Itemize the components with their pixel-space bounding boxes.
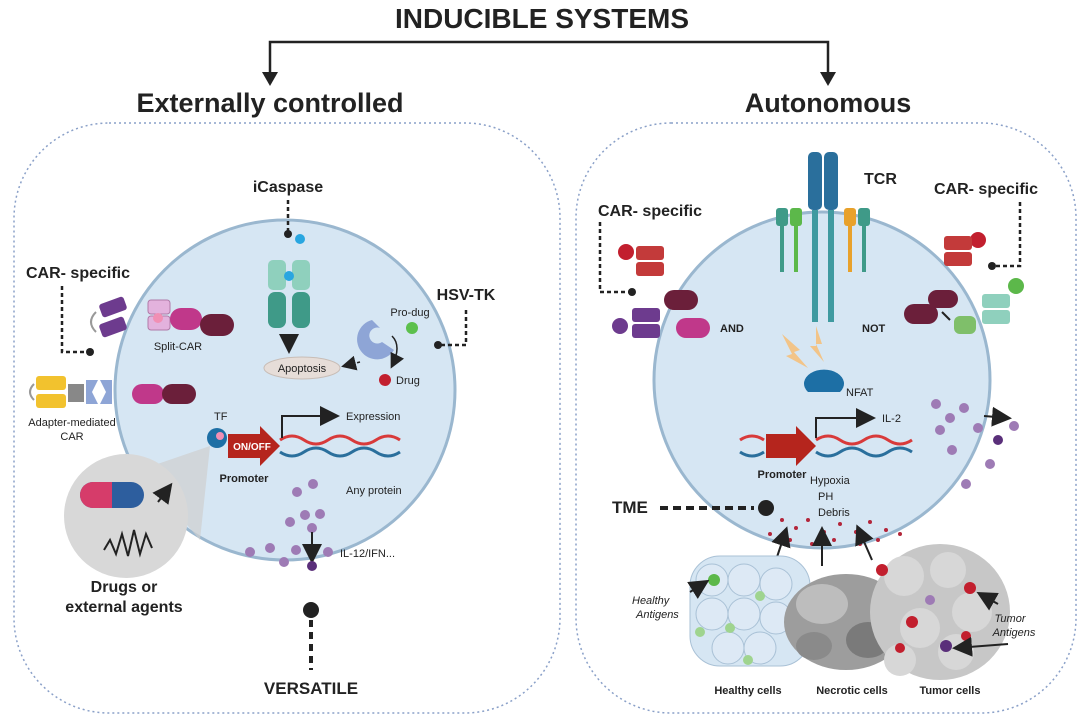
drug-label: Drug [396,375,420,387]
and-car-connector-dot [628,288,636,296]
wave-icon [103,482,173,558]
right-promoter-label: Promoter [758,469,808,481]
drug-bubble [64,454,188,578]
any-protein-label: Any protein [346,485,402,497]
hsv-tk-icon [341,310,468,386]
healthy-antigen-arrow [687,579,710,599]
icaspase-label: iCaspase [253,179,323,196]
versatile-label: VERSATILE [264,679,358,698]
expression-label: Expression [346,411,400,423]
healthy-antigens-line2: Antigens [635,609,679,621]
drugs-label-line2: external agents [65,599,182,616]
tf-label: TF [214,411,228,423]
left-car-connector-dot [86,348,94,356]
hypoxia-label: Hypoxia [810,475,851,487]
left-dna-strand [279,434,401,458]
tumor-antigen-arrow-1 [976,592,999,611]
right-heading: Autonomous [745,88,911,118]
left-car-connector [60,286,88,354]
drugs-label-line1: Drugs or [91,579,158,596]
on-off-label: ON/OFF [233,442,271,453]
ph-label: PH [818,491,833,503]
apoptosis-label: Apoptosis [278,363,327,375]
and-car-connector [598,222,630,294]
nfat-label: NFAT [846,387,874,399]
healthy-cells-cluster [689,555,811,667]
lightning-icon [782,326,824,368]
right-dna-strand [739,434,913,458]
il2-label: IL-2 [882,413,901,425]
pro-drug-label: Pro-dug [390,307,429,319]
debris-label: Debris [818,507,850,519]
left-promoter-label: Promoter [220,473,270,485]
split-car-icon [90,296,234,338]
left-panel-outline [13,122,561,714]
tme-label: TME [612,498,648,517]
adapter-label-line1: Adapter-mediated [28,417,115,429]
icaspase-icon [268,200,310,354]
protein-dots [285,479,325,533]
versatile-dot [303,602,319,618]
right-panel-outline [575,122,1077,714]
left-heading: Externally controlled [136,88,403,118]
tumor-antigen-arrow-2 [952,636,1009,657]
left-car-specific-label: CAR- specific [26,265,130,282]
il2-release-arrow [983,406,1012,427]
not-car-connector [994,202,1022,268]
right-promoter-arrow [766,426,816,466]
tme-dot [758,500,774,516]
and-label: AND [720,323,744,335]
nfat-icon [804,369,844,392]
pill-icon [80,482,144,508]
tcr-icon [776,152,870,322]
tumor-cells-cluster [870,544,1010,680]
left-promoter-arrow [228,426,280,466]
right-car-specific-left-label: CAR- specific [598,203,702,220]
branch-arrows [262,40,836,86]
main-title: INDUCIBLE SYSTEMS [395,3,689,34]
tme-arrows [771,524,874,566]
healthy-antigens-line1: Healthy [632,595,671,607]
apoptosis-blob: Apoptosis [263,356,341,380]
tumor-antigens-line2: Antigens [992,627,1036,639]
necrotic-cells-label: Necrotic cells [816,685,888,697]
tumor-cells-label: Tumor cells [920,685,981,697]
il2-dots [931,399,1019,489]
expression-arrow [281,406,340,438]
healthy-cells-label: Healthy cells [714,685,781,697]
not-gate-cars [904,232,1024,334]
adapter-car-icon [29,376,196,408]
il2-arrow [815,408,876,438]
not-label: NOT [862,323,886,335]
tcr-label: TCR [864,171,897,188]
not-car-connector-dot [988,262,996,270]
hsv-tk-label: HSV-TK [437,287,496,304]
adapter-label-line2: CAR [60,431,83,443]
right-car-specific-right-label: CAR- specific [934,181,1038,198]
split-car-label: Split-CAR [154,341,202,353]
tumor-antigens-line1: Tumor [995,613,1027,625]
il12-label: IL-12/IFN... [340,548,395,560]
secreted-dots [245,543,333,571]
and-gate-cars [612,244,710,338]
